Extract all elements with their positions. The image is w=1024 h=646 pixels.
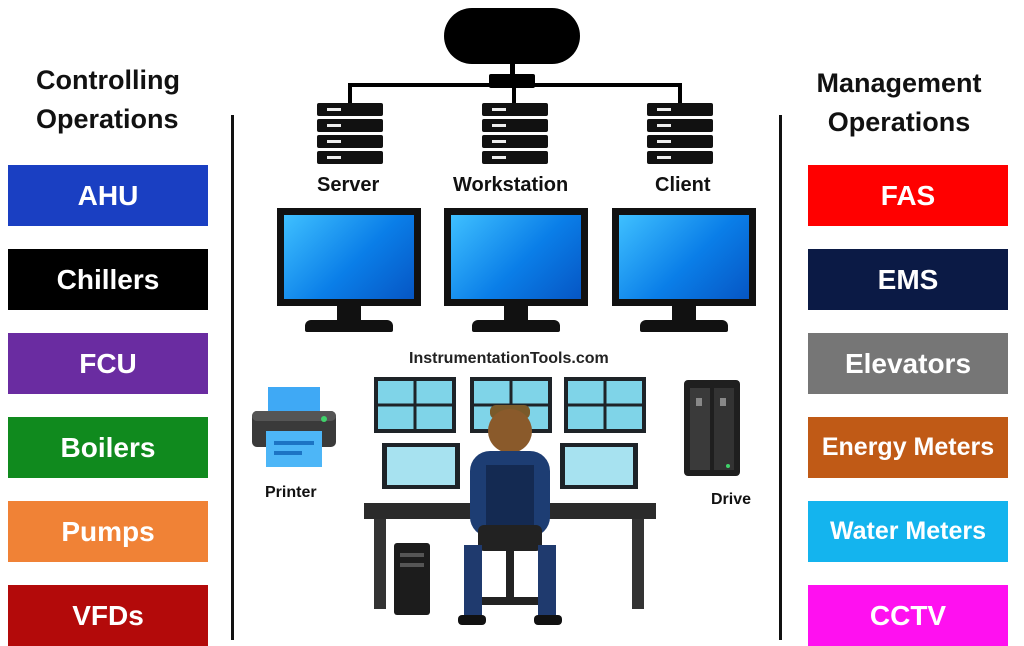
- workstation-rack-icon: [482, 103, 548, 167]
- right-item-cctv: CCTV: [808, 585, 1008, 646]
- right-item-label: FAS: [880, 179, 936, 211]
- node-label-workstation: Workstation: [453, 174, 569, 196]
- left-heading-line2: Operations: [36, 104, 179, 134]
- printer-label: Printer: [265, 484, 317, 501]
- drive-icon: [684, 380, 740, 476]
- left-item-label: AHU: [77, 179, 139, 211]
- operator-workstation-illustration: [364, 377, 656, 625]
- left-item-label: Pumps: [61, 515, 155, 547]
- left-item-vfds: VFDs: [8, 585, 208, 646]
- right-heading: Management Operations: [808, 64, 990, 142]
- left-item-boilers: Boilers: [8, 417, 208, 478]
- right-heading-line2: Operations: [827, 107, 971, 137]
- watermark: InstrumentationTools.com: [409, 350, 609, 367]
- left-heading-line1: Controlling: [36, 65, 180, 95]
- node-label-client: Client: [655, 174, 711, 196]
- bus-drop-server: [348, 83, 352, 105]
- right-item-elevators: Elevators: [808, 333, 1008, 394]
- left-item-label: Chillers: [56, 263, 160, 295]
- drive-label: Drive: [711, 491, 752, 508]
- printer-icon: [252, 387, 336, 467]
- left-item-label: Boilers: [60, 431, 156, 463]
- left-item-label: FCU: [79, 347, 137, 379]
- right-item-label: Elevators: [844, 347, 972, 379]
- right-item-ems: EMS: [808, 249, 1008, 310]
- right-item-label: EMS: [877, 263, 939, 295]
- cloud-icon: [444, 8, 580, 64]
- left-item-fcu: FCU: [8, 333, 208, 394]
- server-rack-icon: [317, 103, 383, 167]
- right-item-label: Energy Meters: [821, 433, 995, 461]
- left-divider: [231, 115, 234, 640]
- bus-drop-client: [678, 83, 682, 105]
- client-rack-icon: [647, 103, 713, 167]
- bus-drop-workstation: [512, 83, 516, 105]
- left-item-pumps: Pumps: [8, 501, 208, 562]
- left-item-label: VFDs: [72, 599, 144, 631]
- right-item-label: CCTV: [869, 599, 947, 631]
- left-item-ahu: AHU: [8, 165, 208, 226]
- left-item-chillers: Chillers: [8, 249, 208, 310]
- cloud-link: [510, 62, 515, 76]
- right-divider: [779, 115, 782, 640]
- right-item-label: Water Meters: [829, 517, 987, 545]
- node-label-server: Server: [317, 174, 380, 196]
- left-heading: Controlling Operations: [36, 61, 180, 139]
- right-heading-line1: Management: [816, 68, 982, 98]
- right-item-energy-meters: Energy Meters: [808, 417, 1008, 478]
- right-item-fas: FAS: [808, 165, 1008, 226]
- right-item-water-meters: Water Meters: [808, 501, 1008, 562]
